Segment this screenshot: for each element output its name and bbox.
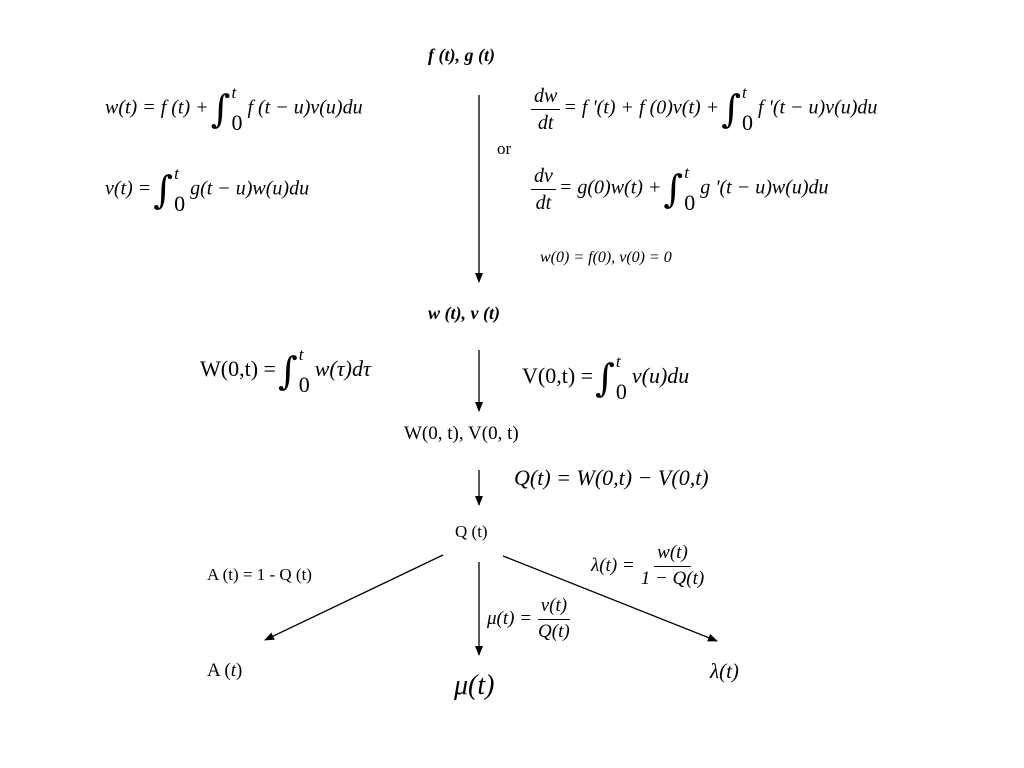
equation-v-lhs: v(t) = [105,177,152,200]
integral-sign: ∫ [153,168,174,212]
arrow-Q-to-A [264,554,444,641]
equation-A: A (t) = 1 - Q (t) [207,565,312,584]
fraction-numerator: w(t) [654,542,691,567]
integral-dvdt: ∫t 0 [663,164,698,214]
integral-dwdt: ∫t 0 [721,84,756,134]
integral-sign: ∫ [595,356,615,400]
integral-sign: ∫ [277,349,298,393]
equation-w-lhs: w(t) = f (t) + [105,96,209,119]
integral-sign: ∫ [663,167,684,211]
node-A-var: t [230,660,237,681]
equation-dvdt-rhs-a: = g(0)w(t) + [558,176,662,199]
equation-W-lhs: W(0,t) = [200,356,276,382]
fraction-denominator: dt [535,191,552,214]
integral-sign: ∫ [210,87,231,131]
node-mu: μ(t) [454,670,495,701]
equation-v-rhs: g(t − u)w(u)du [190,177,310,200]
integral-v: ∫t 0 [153,165,188,215]
equation-V-rhs: v(u)du [631,363,690,389]
equation-dwdt-rhs-b: f '(t − u)v(u)du [758,96,878,119]
equation-mu-lhs: μ(t) = [487,607,533,629]
fraction-denominator: Q(t) [538,620,570,642]
integral-lower: 0 [298,372,310,397]
equation-Q: Q(t) = W(0,t) − V(0,t) [514,465,709,490]
equation-dwdt-rhs-a: = f '(t) + f (0)v(t) + [563,96,720,119]
equation-lambda-lhs: λ(t) = [591,554,635,576]
node-A-close: ) [236,660,243,681]
fraction-mu: v(t)Q(t) [535,595,573,643]
equation-W-rhs: w(τ)dτ [314,356,371,382]
equation-mu: μ(t) =v(t)Q(t) [487,595,576,643]
integral-upper: t [742,83,747,102]
node-Q: Q (t) [455,522,488,541]
fraction-numerator: dw [531,85,561,110]
equation-dvdt-rhs-b: g '(t − u)w(u)du [700,176,829,199]
integral-lower: 0 [684,190,696,215]
integral-lower: 0 [742,110,753,135]
integral-w: ∫t 0 [211,84,246,134]
integral-lower: 0 [615,379,627,404]
initial-conditions: w(0) = f(0), v(0) = 0 [540,249,672,266]
node-W-V: W(0, t), V(0, t) [404,423,519,444]
integral-upper: t [174,164,179,183]
integral-upper: t [684,163,689,182]
node-lambda: λ(t) [710,659,739,683]
node-A-label: A ( [207,660,231,681]
fraction-numerator: dv [531,165,556,190]
integral-sign: ∫ [721,87,741,131]
fraction-numerator: v(t) [537,595,571,620]
or-label: or [497,139,512,158]
equation-lambda: λ(t) =w(t)1 − Q(t) [591,542,710,590]
fraction-denominator: 1 − Q(t) [640,567,705,589]
integral-V: ∫t 0 [595,353,630,403]
arrow-Q-to-lambda [502,555,718,642]
integral-lower: 0 [174,191,186,216]
integral-lower: 0 [231,110,243,135]
node-A: A (t) [207,660,242,682]
node-w-v: w (t), v (t) [428,303,500,323]
node-f-g: f (t), g (t) [428,45,495,65]
fraction-lambda: w(t)1 − Q(t) [638,542,707,590]
integral-W: ∫t 0 [278,346,313,396]
integral-upper: t [615,352,621,371]
integral-upper: t [298,345,304,364]
fraction-denominator: dt [537,111,554,134]
equation-w-rhs: f (t − u)v(u)du [247,96,363,119]
equation-V-lhs: V(0,t) = [522,363,594,389]
integral-upper: t [231,83,237,102]
